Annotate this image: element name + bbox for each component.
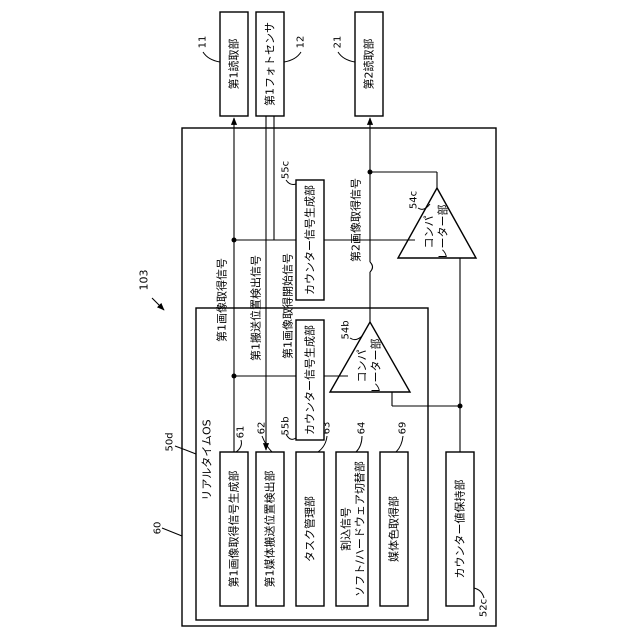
junction-52c [458,404,463,409]
block-62-label: 第1媒体搬送位置検出部 [263,471,277,588]
ref-54c: 54c [409,191,420,209]
ref-60: 60 [153,522,164,535]
signal-second-image: 第2画像取得信号 [349,178,363,262]
ref-69: 69 [398,422,409,435]
ref-64: 64 [357,422,368,435]
ref-103: 103 [138,270,151,291]
ref-21: 21 [333,36,344,49]
block-64-label-line2: ソフト/ハードウェア切替部 [353,461,367,597]
leader-12 [284,52,301,62]
ref-50d: 50d [165,432,176,451]
second-reader-label: 第2読取部 [362,39,376,90]
ref-55b: 55b [281,416,292,435]
leader-60 [162,528,182,536]
comparator-54c-line1: コンパ [423,216,436,249]
signal-start: 第1画像取得開始信号 [281,253,295,359]
comparator-54b-line1: コンパ [356,350,369,383]
comparator-54c-line2: レーター部 [436,205,450,260]
leader-11 [203,52,220,62]
ref-11: 11 [198,36,209,49]
ref-52c: 52c [479,599,490,617]
block-64-label-line1: 割込信号 [339,507,353,551]
junction-61-55b [232,374,237,379]
rtos-label: リアルタイムOS [201,419,214,500]
ref-12: 12 [296,36,307,49]
ref-61: 61 [236,426,247,439]
ref-55c: 55c [281,161,292,179]
block-69-label: 媒体色取得部 [387,496,401,562]
ref-103-arrow [152,298,164,310]
block-55c-label: カウンター信号生成部 [303,185,317,295]
block-52c-label: カウンター値保持部 [453,480,467,579]
block-61-label: 第1画像取得信号生成部 [227,471,241,588]
block-63-label: タスク管理部 [303,496,317,562]
first-reader-label: 第1読取部 [227,39,241,90]
junction-61-55c [232,238,237,243]
ref-54b: 54b [341,320,352,339]
comparator-54b-line2: レーター部 [369,339,383,394]
signal-conveyance: 第1搬送位置検出信号 [249,255,263,361]
leader-21 [338,52,355,62]
first-photosensor-label: 第1フォトセンサ [263,22,277,106]
signal-first-image: 第1画像取得信号 [215,258,229,342]
block-55b-label: カウンター信号生成部 [303,325,317,435]
